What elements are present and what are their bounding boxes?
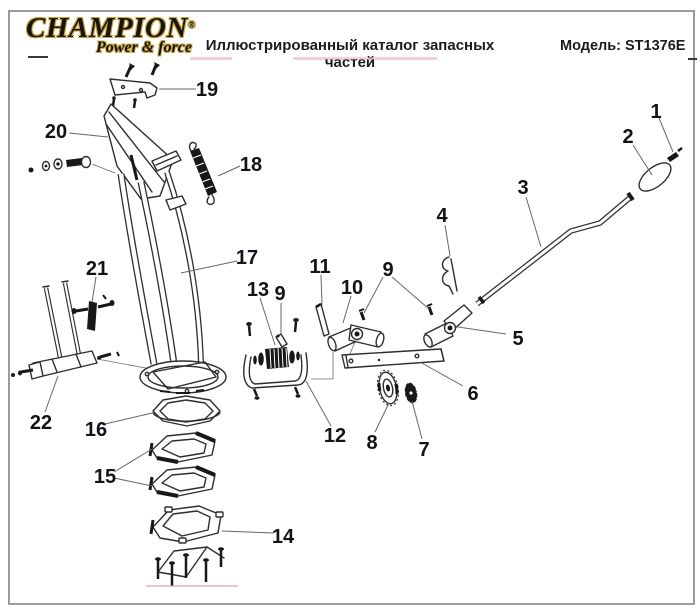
part-1-bolt (667, 147, 683, 162)
part-label-6: 6 (467, 383, 478, 405)
leader-lines (44, 88, 674, 534)
part-4-cotter-pin (441, 256, 458, 295)
part-18-spring (188, 141, 217, 206)
part-label-21: 21 (86, 258, 108, 280)
part-13-worm-gear (265, 347, 289, 369)
part-2-handle-grip (638, 162, 672, 192)
plate-mount-hardware (28, 155, 116, 174)
part-20-lever-plate (103, 103, 182, 200)
part-label-7: 7 (418, 439, 429, 461)
part-labels: 1 2 3 4 5 6 7 8 9 9 10 11 12 13 14 15 16… (30, 79, 662, 548)
bottom-mount-frame (146, 546, 238, 587)
part-3-crank-rod (475, 191, 635, 307)
part-label-9-left: 9 (274, 283, 285, 305)
part-label-8: 8 (366, 432, 377, 454)
part-5-universal-joint (423, 304, 473, 348)
part-label-1: 1 (650, 101, 661, 123)
part-label-2: 2 (622, 126, 633, 148)
lever-base-plate (139, 360, 227, 394)
part-label-10: 10 (341, 277, 363, 299)
part-10-universal-joint (311, 324, 385, 380)
part-7-small-gear (404, 382, 418, 404)
part-label-12: 12 (324, 425, 346, 447)
part-15-rings (148, 431, 216, 498)
part-16-ring (152, 395, 221, 427)
part-9-set-screw-left (275, 333, 288, 348)
brand-name: CHAMPION® (26, 12, 196, 44)
part-19-bracket (109, 62, 160, 109)
part-11-pin (315, 302, 330, 337)
part-label-11: 11 (309, 256, 330, 278)
part-21-clamp-hardware (71, 294, 115, 331)
part-6-link-bar (341, 348, 445, 369)
page-title: Иллюстрированный каталог запасных частей (205, 37, 495, 71)
champion-logo: CHAMPION® Power & force (26, 11, 196, 56)
part-label-14: 14 (272, 526, 295, 548)
part-label-20: 20 (45, 121, 67, 143)
part-14-ring (149, 505, 224, 544)
part-label-5: 5 (512, 328, 523, 350)
registered-mark: ® (187, 20, 196, 31)
part-label-3: 3 (517, 177, 528, 199)
part-label-17: 17 (236, 247, 258, 269)
model-label: Модель: ST1376E (560, 38, 686, 54)
part-label-16: 16 (85, 419, 107, 441)
part-label-18: 18 (240, 154, 262, 176)
part-22-bracket (11, 280, 163, 380)
part-label-13: 13 (247, 279, 269, 301)
part-17-lever-arm (117, 171, 204, 365)
part-label-4: 4 (436, 205, 448, 227)
part-label-19: 19 (196, 79, 218, 101)
part-label-22: 22 (30, 412, 52, 434)
brand-tagline: Power & force (96, 39, 192, 56)
part-8-gear-disc (376, 369, 400, 407)
part-12-bracket (243, 318, 308, 400)
part-label-15: 15 (94, 466, 116, 488)
part-9-set-screws (358, 303, 434, 321)
part-label-9-right: 9 (382, 259, 393, 281)
